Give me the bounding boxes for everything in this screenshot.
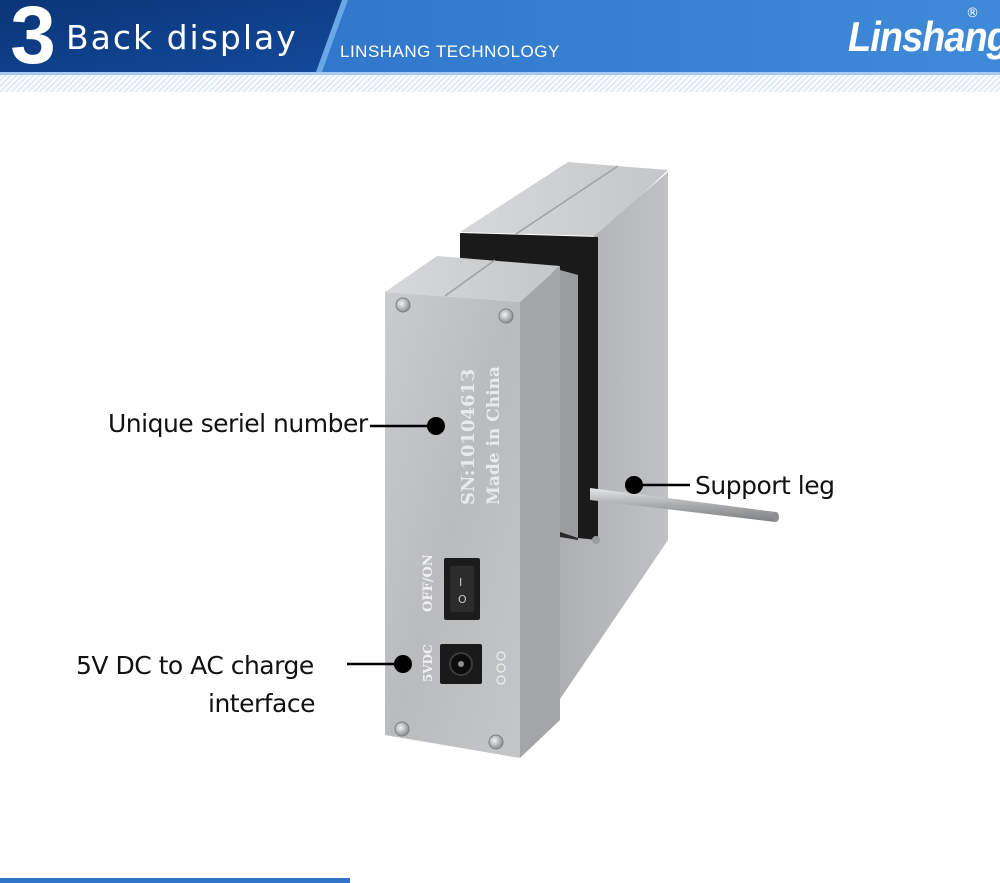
brand-logo-text: Linshang bbox=[848, 14, 1000, 62]
power-switch[interactable]: I O bbox=[444, 558, 480, 620]
front-block-top bbox=[385, 256, 560, 302]
front-block-face bbox=[385, 292, 520, 758]
switch-label: OFF/ON bbox=[421, 554, 436, 612]
callout-leg-pointer bbox=[625, 476, 690, 494]
callout-serial-number: Unique seriel number bbox=[108, 409, 368, 438]
registered-mark: ® bbox=[966, 6, 979, 21]
banner-background bbox=[0, 0, 1000, 92]
polarity-icon bbox=[496, 651, 506, 685]
dc-power-jack[interactable] bbox=[440, 644, 482, 684]
page-title: Back display bbox=[66, 18, 298, 57]
switch-on-symbol: I bbox=[459, 576, 462, 589]
callout-charge-line2: interface bbox=[208, 689, 316, 718]
callout-support-leg: Support leg bbox=[695, 471, 835, 500]
support-leg bbox=[590, 488, 779, 522]
header-banner: 3 Back display LINSHANG TECHNOLOGY Linsh… bbox=[0, 0, 1000, 92]
switch-off-symbol: O bbox=[458, 593, 467, 606]
step-number: 3 bbox=[10, 0, 56, 81]
serial-number-engraving: SN:1010461З bbox=[458, 369, 479, 505]
screws bbox=[394, 297, 514, 750]
brand-logo: Linshang ® bbox=[838, 6, 1000, 70]
power-label: 5VDC bbox=[421, 644, 435, 682]
company-subtitle: LINSHANG TECHNOLOGY bbox=[340, 42, 560, 61]
origin-engraving: Made in China bbox=[484, 366, 504, 505]
front-block-side bbox=[520, 266, 560, 758]
callout-serial-pointer bbox=[370, 417, 445, 435]
callout-charge-pointer bbox=[347, 655, 412, 673]
callout-charge-line1: 5V DC to AC charge bbox=[76, 651, 314, 680]
footer-divider bbox=[0, 878, 350, 883]
